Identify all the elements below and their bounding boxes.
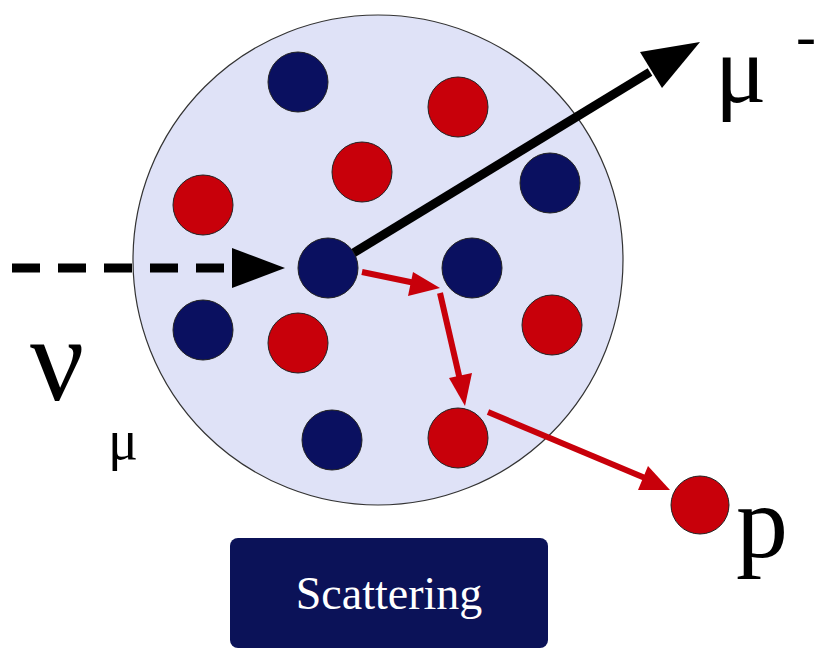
neutrino-symbol: ν xyxy=(30,300,84,420)
muon-charge-superscript: - xyxy=(796,6,816,66)
proton-symbol: p xyxy=(736,470,788,574)
neutrino-flavor-subscript: μ xyxy=(108,412,138,468)
caption-box: Scattering xyxy=(230,538,548,648)
muon-symbol: μ xyxy=(715,22,766,118)
box-text: Scattering xyxy=(296,567,483,620)
